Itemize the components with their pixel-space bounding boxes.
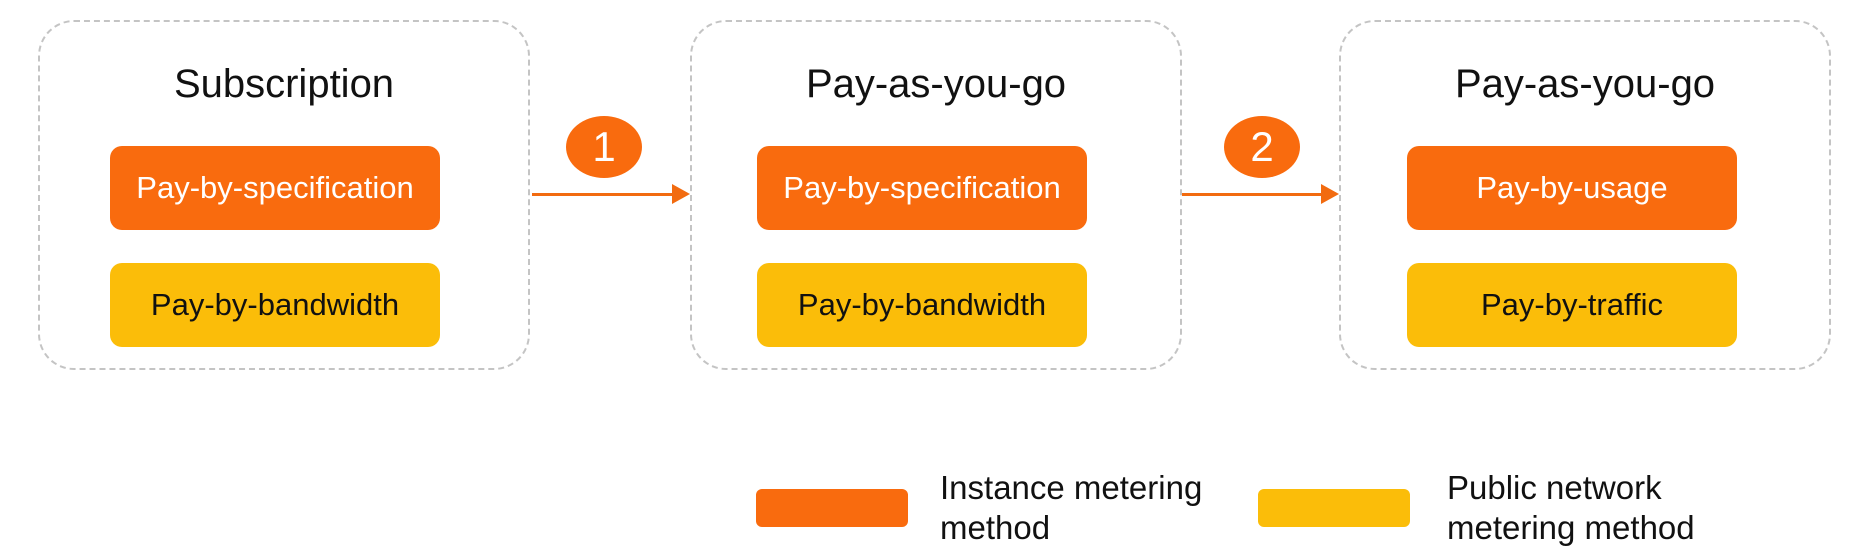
arrow-head-icon — [672, 184, 690, 204]
transition-arrow-2 — [1182, 184, 1339, 204]
legend-label-line: Instance metering — [940, 469, 1203, 506]
panel-title: Subscription — [173, 62, 395, 106]
billing-panel-subscription: Subscription Pay-by-specification Pay-by… — [38, 20, 530, 370]
billing-panel-pay-as-you-go-specification: Pay-as-you-go Pay-by-specification Pay-b… — [690, 20, 1182, 370]
arrow-shaft — [1182, 193, 1325, 196]
instance-metering-box: Pay-by-specification — [110, 146, 440, 230]
instance-metering-box: Pay-by-usage — [1407, 146, 1737, 230]
legend-swatch-instance — [756, 489, 908, 527]
legend-label-line: method — [940, 509, 1051, 546]
legend-label-network: Public network metering method — [1447, 468, 1695, 548]
legend-label-line: Public network — [1447, 469, 1662, 506]
instance-metering-box: Pay-by-specification — [757, 146, 1087, 230]
transition-arrow-1 — [532, 184, 690, 204]
network-metering-box: Pay-by-traffic — [1407, 263, 1737, 347]
billing-panel-pay-as-you-go-usage: Pay-as-you-go Pay-by-usage Pay-by-traffi… — [1339, 20, 1831, 370]
step-badge-2: 2 — [1224, 116, 1300, 178]
network-metering-box: Pay-by-bandwidth — [110, 263, 440, 347]
arrow-shaft — [532, 193, 676, 196]
legend-label-line: metering method — [1447, 509, 1695, 546]
arrow-head-icon — [1321, 184, 1339, 204]
panel-title: Pay-as-you-go — [805, 62, 1067, 106]
panel-title: Pay-as-you-go — [1454, 62, 1716, 106]
network-metering-box: Pay-by-bandwidth — [757, 263, 1087, 347]
step-badge-1: 1 — [566, 116, 642, 178]
legend-swatch-network — [1258, 489, 1410, 527]
legend-label-instance: Instance metering method — [940, 468, 1202, 548]
